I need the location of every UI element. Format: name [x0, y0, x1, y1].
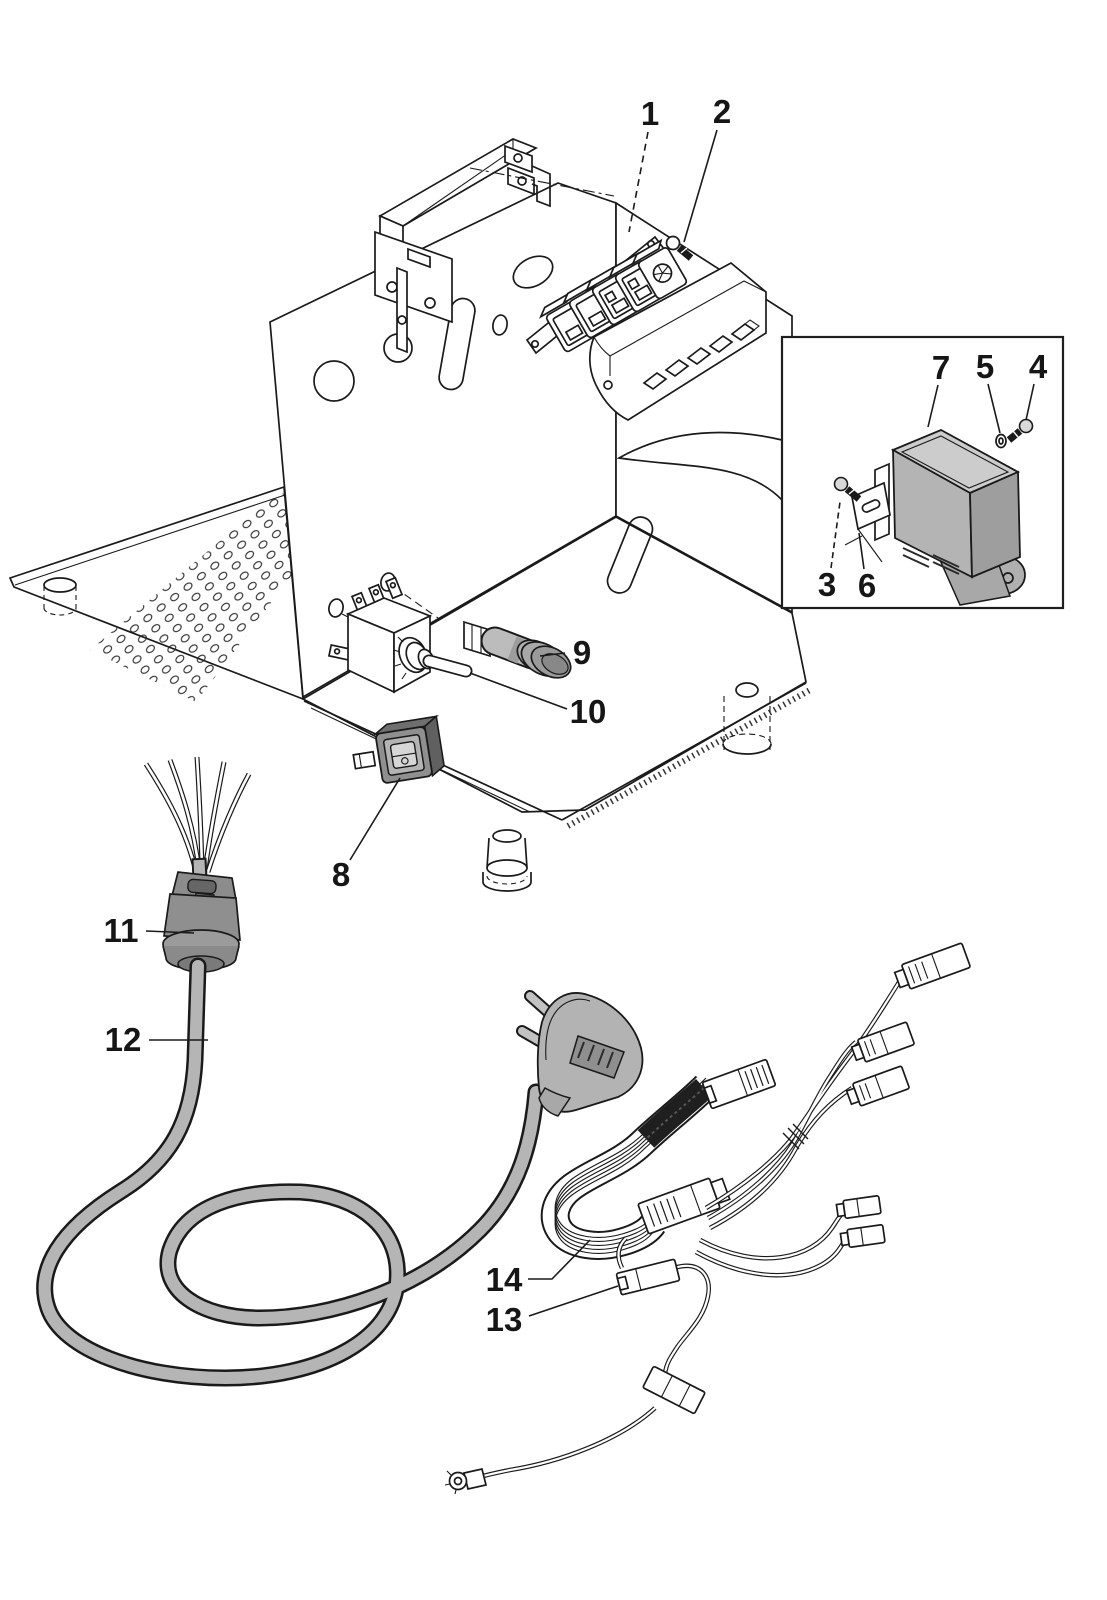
inline-connector [642, 1365, 706, 1415]
switch-panel-pcb [525, 235, 688, 355]
projection-axis [469, 167, 615, 197]
cable-tie [782, 1123, 809, 1150]
left-foot [43, 577, 77, 616]
harness-connector [850, 1021, 915, 1063]
harness-connector [893, 942, 971, 990]
panel-slot [438, 297, 476, 391]
foot-mount-hole [735, 682, 759, 698]
power-cord [36, 957, 545, 1387]
vent-slots [902, 547, 960, 575]
control-box-assembly [833, 418, 1034, 606]
top-bracket [374, 138, 551, 354]
faston-connector [839, 1223, 886, 1249]
wall-slot [606, 516, 654, 594]
callout-1: 1 [641, 95, 659, 132]
inline-connector [615, 1258, 681, 1296]
ribbon-connector-a [701, 1058, 777, 1110]
plug-boot [538, 1086, 572, 1117]
power-plug [516, 990, 644, 1117]
ring-terminal [444, 1467, 488, 1495]
rocker-switch [352, 714, 445, 784]
callout-8: 8 [332, 856, 350, 893]
serrated-edge [566, 687, 812, 829]
callout-2: 2 [713, 93, 731, 130]
callout-14: 14 [486, 1261, 523, 1298]
front-foot [482, 829, 532, 892]
callout-11: 11 [104, 912, 139, 949]
toggle-switch [327, 576, 473, 694]
ribbon-connector-b [637, 1177, 731, 1235]
panel-hole [512, 255, 554, 289]
callout-4: 4 [1029, 348, 1048, 385]
ribbon-cable [555, 1078, 706, 1253]
slotted-bracket [844, 462, 891, 563]
screw-3 [833, 476, 862, 502]
callout-13: 13 [486, 1301, 523, 1338]
panel-hole [313, 360, 355, 402]
callout-9: 9 [573, 634, 591, 671]
switch-bezel [589, 261, 767, 421]
washer-5 [995, 433, 1007, 449]
callout-10: 10 [570, 693, 607, 730]
right-foot [722, 696, 772, 755]
callout-3: 3 [818, 566, 836, 603]
faston-connector [835, 1194, 882, 1220]
wiring-harness [444, 942, 971, 1495]
harness-connector [845, 1065, 910, 1107]
callout-5: 5 [976, 348, 994, 385]
callout-6: 6 [858, 567, 876, 604]
bezel-holes [642, 319, 760, 391]
callout-12: 12 [105, 1021, 142, 1058]
leader-lines [145, 129, 1035, 1317]
stripped-wires [143, 756, 252, 873]
panel-switches [539, 238, 688, 353]
callout-labels: 1 2 3 4 5 6 7 8 9 10 11 12 13 14 [104, 93, 1048, 1338]
perforated-area [90, 489, 302, 702]
screw-2 [665, 235, 694, 261]
strain-relief [162, 871, 241, 973]
screw-4 [1006, 418, 1034, 443]
control-box-side [969, 470, 1021, 579]
switch-mount-hole [328, 598, 344, 618]
callout-7: 7 [932, 349, 950, 386]
